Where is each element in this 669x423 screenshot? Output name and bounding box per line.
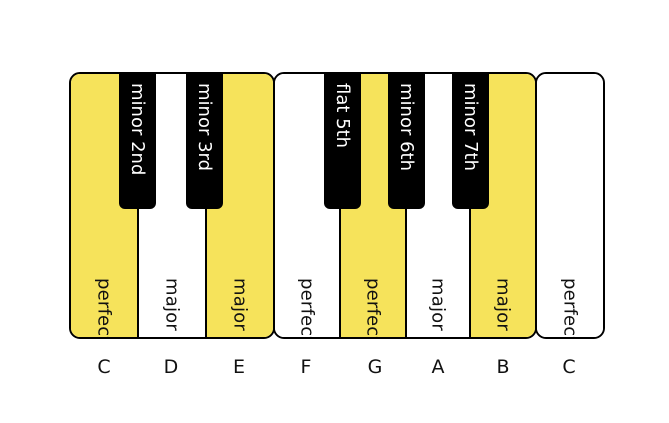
note-name-1: C	[97, 356, 111, 378]
white-key-group-3: perfect 8th	[535, 72, 605, 339]
interval-label: perfect 5th	[362, 278, 384, 339]
note-name-5: G	[367, 356, 383, 378]
white-key-8: perfect 8th	[537, 74, 603, 337]
interval-label: perfect 8th	[559, 278, 581, 339]
black-key-1: minor 2nd	[119, 73, 156, 209]
interval-label: perfect 1st	[93, 278, 115, 339]
interval-label: major 7th	[492, 278, 514, 339]
note-name-8: C	[562, 356, 576, 378]
interval-label: major 6th	[427, 278, 449, 339]
interval-label: flat 5th	[332, 83, 353, 149]
interval-label: minor 2nd	[127, 83, 148, 176]
note-name-7: B	[496, 356, 510, 378]
white-key-group-1: perfect 1st major 2nd major 3rd	[69, 72, 275, 339]
interval-label: minor 6th	[396, 83, 417, 171]
interval-label: minor 3rd	[194, 83, 215, 172]
note-name-4: F	[300, 356, 312, 378]
note-name-3: E	[232, 356, 245, 378]
black-key-2: minor 3rd	[186, 73, 223, 209]
black-key-4: minor 6th	[388, 73, 425, 209]
note-name-6: A	[431, 356, 445, 378]
black-key-3: flat 5th	[324, 73, 361, 209]
interval-label: perfect 4th	[296, 278, 318, 339]
interval-label: major 3rd	[229, 278, 251, 339]
interval-label: major 2nd	[161, 278, 183, 339]
black-key-5: minor 7th	[452, 73, 489, 209]
interval-label: minor 7th	[460, 83, 481, 171]
note-name-2: D	[163, 356, 179, 378]
